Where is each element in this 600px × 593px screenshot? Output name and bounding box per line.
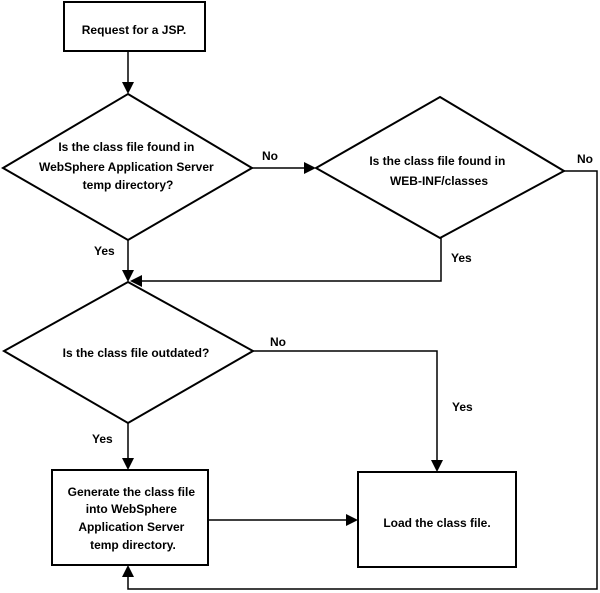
arrowhead-icon (431, 460, 443, 472)
node-start-label: Request for a JSP. (82, 23, 186, 37)
edge-outdated-no (253, 350, 438, 462)
label-outdated-yes-right: Yes (452, 400, 473, 414)
label-temp-no: No (262, 149, 278, 163)
arrowhead-icon (346, 514, 358, 526)
decision-outdated-label: Is the class file outdated? (63, 346, 210, 360)
edge-labels: No No Yes Yes No Yes Yes (92, 149, 593, 446)
decision-webinf-label: Is the class file found in WEB-INF/class… (369, 154, 508, 188)
connectors (122, 52, 598, 590)
edge-webinf-yes (140, 238, 442, 282)
node-load-label: Load the class file. (383, 516, 490, 530)
node-generate: Generate the class file into WebSphere A… (51, 469, 209, 566)
decision-temp-directory: Is the class file found in WebSphere App… (1, 92, 254, 242)
decision-web-inf: Is the class file found in WEB-INF/class… (313, 95, 567, 240)
label-webinf-no: No (577, 152, 593, 166)
arrowhead-icon (130, 275, 142, 287)
decision-temp-label: Is the class file found in WebSphere App… (39, 140, 217, 192)
node-load: Load the class file. (357, 471, 517, 568)
label-outdated-yes-down: Yes (92, 432, 113, 446)
arrowhead-icon (122, 458, 134, 470)
node-start: Request for a JSP. (63, 1, 206, 52)
label-temp-yes: Yes (94, 244, 115, 258)
arrowhead-icon (122, 270, 134, 282)
label-outdated-no: No (270, 335, 286, 349)
node-generate-label: Generate the class file into WebSphere A… (68, 485, 199, 552)
label-webinf-yes: Yes (451, 251, 472, 265)
arrowhead-icon (122, 565, 134, 577)
decision-outdated: Is the class file outdated? (1, 280, 256, 425)
arrowhead-icon (304, 162, 316, 174)
edge-webinf-no (127, 170, 598, 590)
arrowhead-icon (122, 82, 134, 94)
